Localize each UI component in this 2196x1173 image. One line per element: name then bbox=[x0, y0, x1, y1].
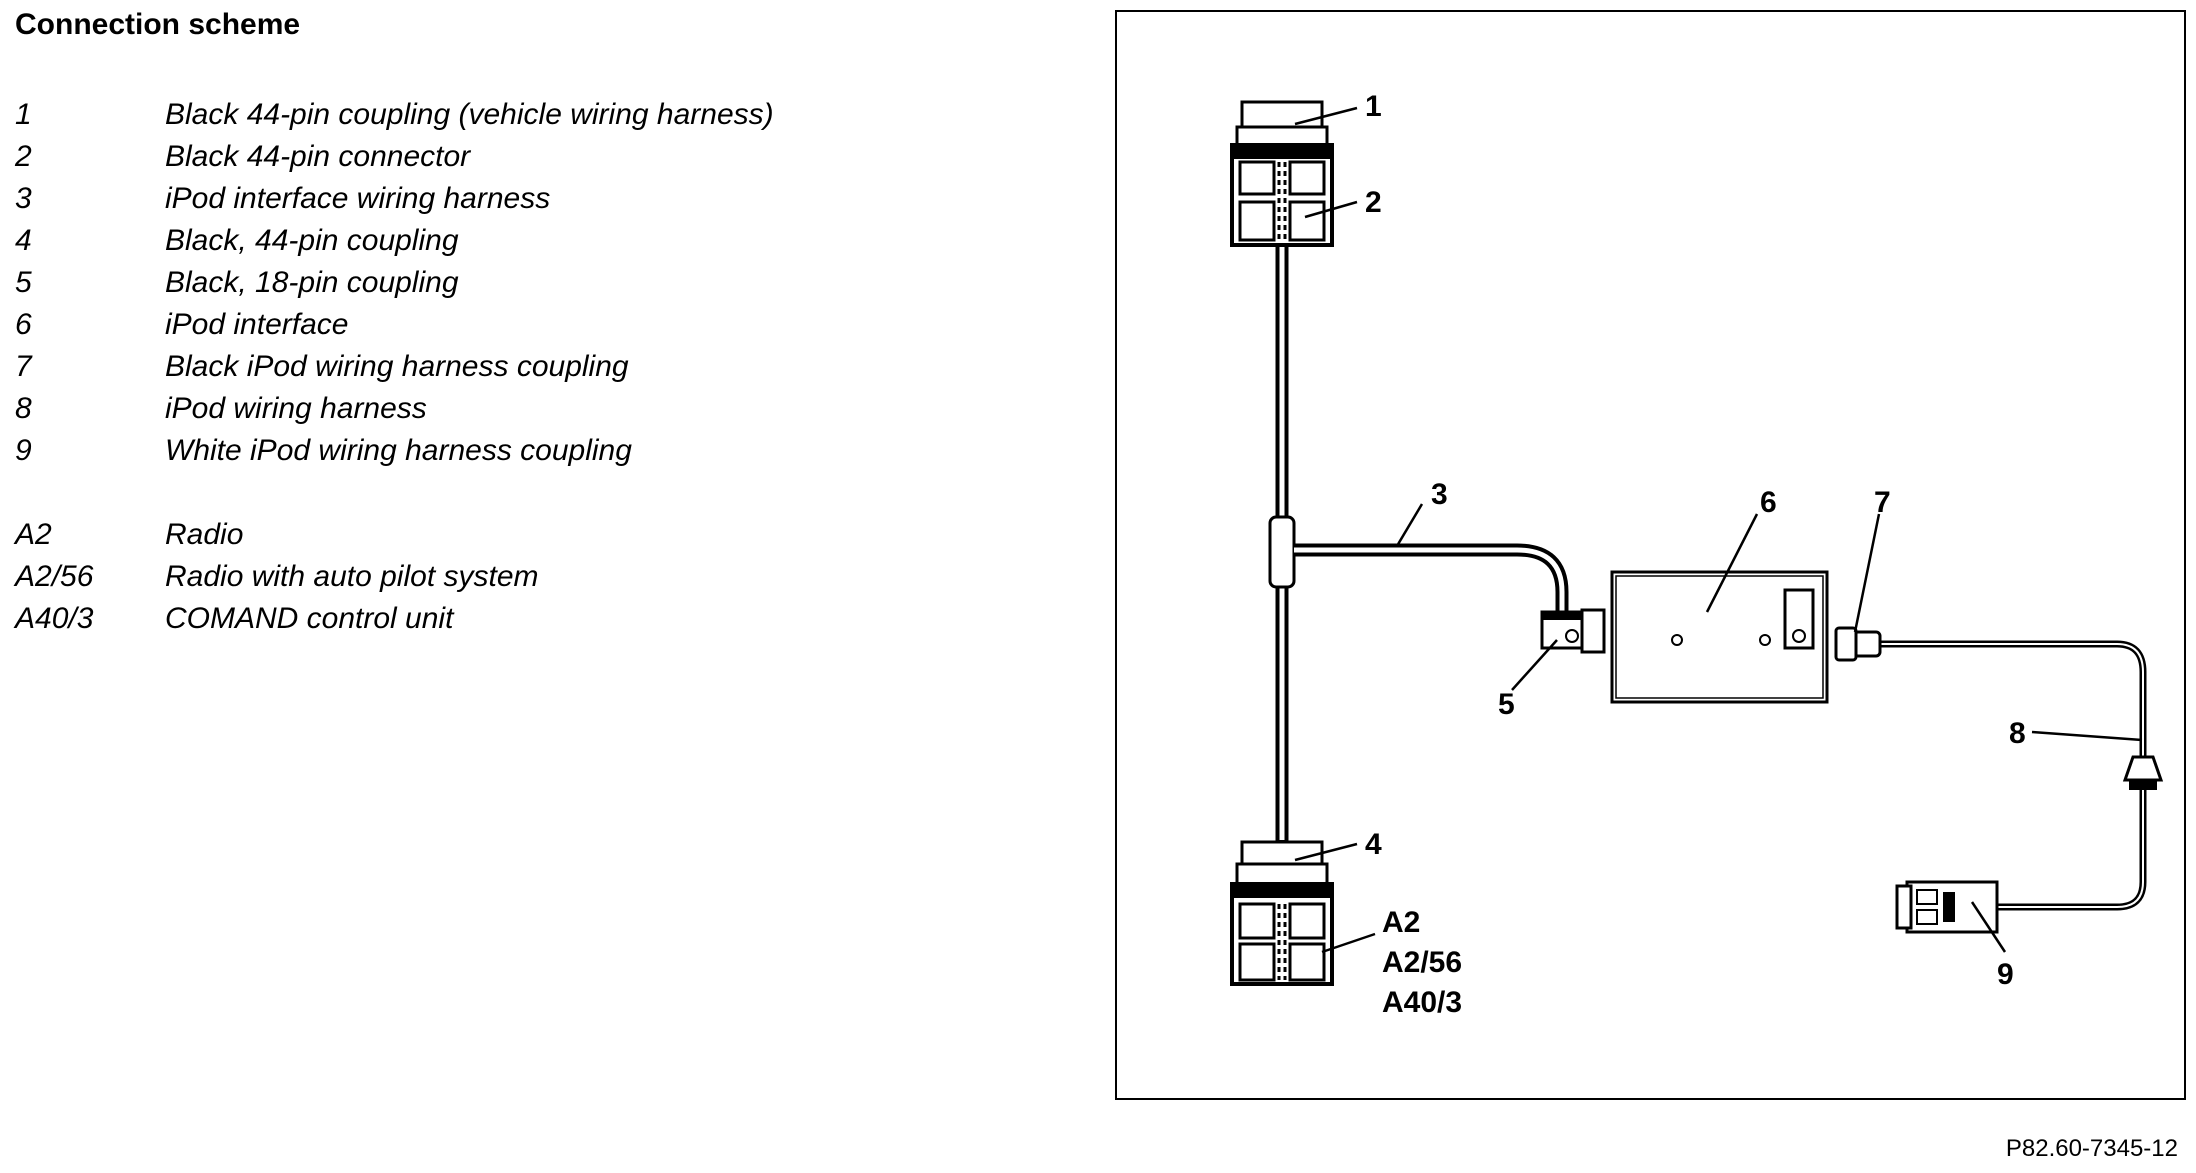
harness-junction bbox=[1268, 515, 1296, 589]
legend-text: iPod wiring harness bbox=[165, 392, 427, 425]
unit-label-radio-autopilot: A2/56 bbox=[1382, 946, 1462, 979]
coupling-white-ipod bbox=[1895, 880, 1999, 934]
page-title: Connection scheme bbox=[15, 8, 301, 41]
legend-text: Radio with auto pilot system bbox=[165, 560, 539, 593]
legend-key: 3 bbox=[15, 182, 32, 215]
legend-key: 9 bbox=[15, 434, 32, 467]
legend-item: A2/56 Radio with auto pilot system bbox=[15, 556, 774, 598]
legend-key: 8 bbox=[15, 392, 32, 425]
legend-text: Black, 44-pin coupling bbox=[165, 224, 459, 257]
legend-text: Radio bbox=[165, 518, 244, 551]
callout-9: 9 bbox=[1997, 958, 2014, 991]
legend-text: Black iPod wiring harness coupling bbox=[165, 350, 629, 383]
unit-label-comand: A40/3 bbox=[1382, 986, 1462, 1019]
legend-key: A40/3 bbox=[15, 602, 94, 635]
connector-bottom bbox=[1230, 840, 1334, 986]
legend-item: 7 Black iPod wiring harness coupling bbox=[15, 346, 774, 388]
legend-item: 1 Black 44-pin coupling (vehicle wiring h… bbox=[15, 94, 774, 136]
legend-item: 3 iPod interface wiring harness bbox=[15, 178, 774, 220]
ipod-harness bbox=[1877, 640, 2147, 911]
callout-2: 2 bbox=[1365, 186, 1382, 219]
legend-text: Black, 18-pin coupling bbox=[165, 266, 459, 299]
legend-item: 4 Black, 44-pin coupling bbox=[15, 220, 774, 262]
coupling-black-ipod bbox=[1834, 626, 1882, 662]
callout-5: 5 bbox=[1498, 688, 1515, 721]
legend-text: COMAND control unit bbox=[165, 602, 454, 635]
legend-item: 5 Black, 18-pin coupling bbox=[15, 262, 774, 304]
callout-8: 8 bbox=[2009, 717, 2026, 750]
harness-ferrite bbox=[2122, 755, 2164, 790]
legend-list: 1 Black 44-pin coupling (vehicle wiring h… bbox=[15, 94, 774, 640]
callout-6: 6 bbox=[1760, 486, 1777, 519]
unit-label-radio: A2 bbox=[1382, 906, 1420, 939]
legend-text: Black 44-pin coupling (vehicle wiring ha… bbox=[165, 98, 774, 131]
legend-key: 4 bbox=[15, 224, 32, 257]
legend-key: 7 bbox=[15, 350, 32, 383]
legend-item: A40/3 COMAND control unit bbox=[15, 598, 774, 640]
coupling-18-pin bbox=[1540, 608, 1606, 654]
figure-reference: P82.60-7345-12 bbox=[2005, 1135, 2178, 1162]
interface-harness bbox=[1294, 543, 1569, 612]
legend-item: 8 iPod wiring harness bbox=[15, 388, 774, 430]
connector-top bbox=[1230, 100, 1334, 247]
legend-item: 2 Black 44-pin connector bbox=[15, 136, 774, 178]
callout-4: 4 bbox=[1365, 828, 1382, 861]
legend-text: White iPod wiring harness coupling bbox=[165, 434, 632, 467]
callout-7: 7 bbox=[1874, 486, 1891, 519]
legend-key: 6 bbox=[15, 308, 32, 341]
legend-item: 6 iPod interface bbox=[15, 304, 774, 346]
callout-3: 3 bbox=[1431, 478, 1448, 511]
legend-key: 1 bbox=[15, 98, 32, 131]
legend-item: 9 White iPod wiring harness coupling bbox=[15, 430, 774, 472]
legend-key: A2/56 bbox=[15, 560, 94, 593]
legend-key: 5 bbox=[15, 266, 32, 299]
legend-text: Black 44-pin connector bbox=[165, 140, 471, 173]
legend-item: A2 Radio bbox=[15, 514, 774, 556]
legend-text: iPod interface bbox=[165, 308, 349, 341]
wiring-diagram: 1 2 3 4 5 6 7 8 9 A2 A2/56 A40/3 bbox=[1230, 90, 2164, 1019]
legend-key: 2 bbox=[15, 140, 32, 173]
legend-key: A2 bbox=[15, 518, 52, 551]
diagram-frame: 1 2 3 4 5 6 7 8 9 A2 A2/56 A40/3 bbox=[1115, 10, 2186, 1100]
ipod-interface-box bbox=[1610, 570, 1829, 704]
leader-lines bbox=[1294, 106, 2143, 954]
callout-1: 1 bbox=[1365, 90, 1382, 123]
legend-text: iPod interface wiring harness bbox=[165, 182, 551, 215]
